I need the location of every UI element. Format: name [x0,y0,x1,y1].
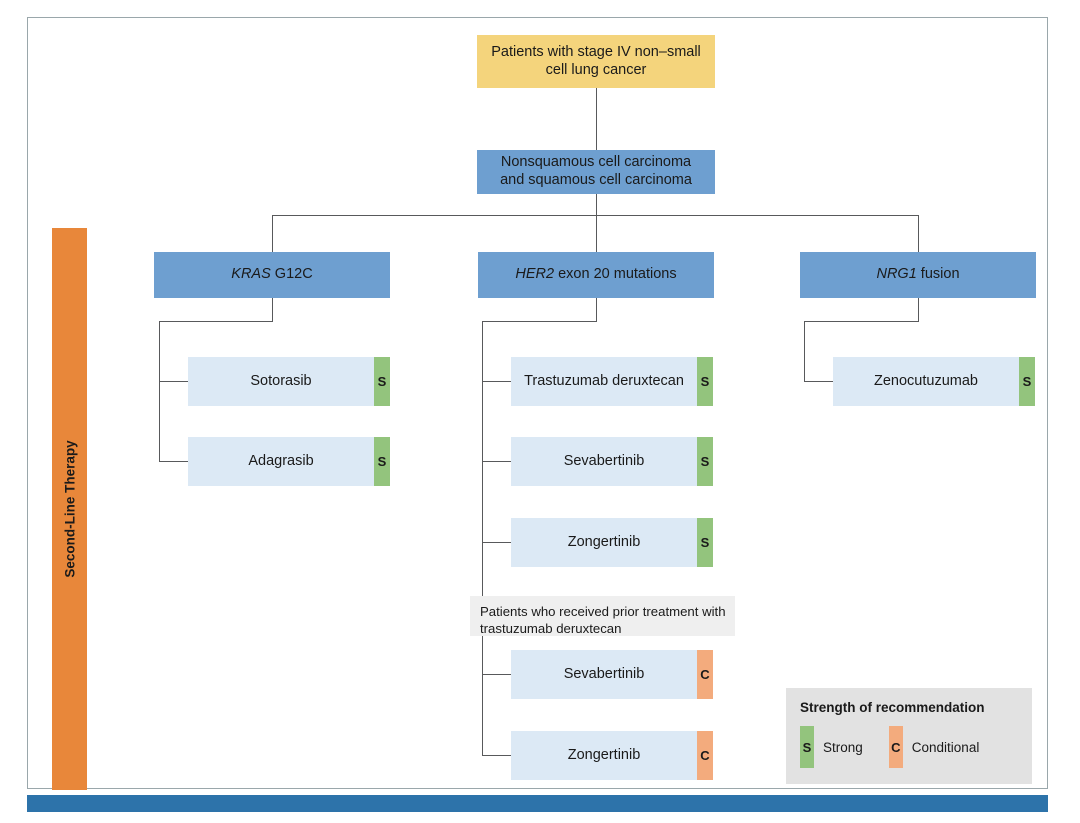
connector-histology-stem [596,194,597,216]
node-histology: Nonsquamous cell carcinoma and squamous … [477,150,715,194]
node-root-population: Patients with stage IV non–small cell lu… [477,35,715,88]
connector-kras-jog [159,321,273,322]
strength-badge-conditional: C [697,731,713,780]
drug-box-sotorasib: Sotorasib S [188,357,390,406]
connector-her2-stub-5 [482,755,511,756]
histology-line-1: Nonsquamous cell carcinoma [500,154,692,171]
strength-badge-strong: S [697,437,713,486]
connector-root-to-histology [596,88,597,150]
node-category-nrg1: NRG1 fusion [800,252,1036,298]
legend-label-conditional: Conditional [911,739,980,755]
legend-title: Strength of recommendation [800,700,985,715]
connector-her2-jog [482,321,596,322]
legend-item-strong: S Strong [800,726,863,768]
category-nrg1-gene: NRG1 [876,266,917,283]
note-line-1: Patients who received prior treatment wi… [480,604,726,619]
phase-rail-label: Second-Line Therapy [62,440,77,578]
drug-label: Sevabertinib [563,452,645,469]
drug-box-zongertinib: Zongertinib S [511,518,713,567]
connector-trunk-to-her2 [596,215,597,252]
drug-label: Zongertinib [567,533,641,550]
histology-line-2: and squamous cell carcinoma [500,172,692,188]
drug-label: Adagrasib [248,452,314,469]
connector-nrg1-drop [918,298,919,322]
root-line-1: Patients with stage IV non–small [491,43,701,60]
strength-badge-strong: S [374,357,390,406]
category-nrg1-rest: fusion [916,266,960,283]
note-line-2: trastuzumab deruxtecan [480,621,622,637]
drug-label: Sevabertinib [563,665,645,682]
legend-swatch-strong: S [800,726,814,768]
legend-rows: S Strong C Conditional [800,726,1018,768]
strength-badge-strong: S [697,357,713,406]
connector-kras-drop [272,298,273,322]
connector-her2-stub-1 [482,381,511,382]
category-her2-rest: exon 20 mutations [554,266,677,283]
connector-trunk-to-kras [272,215,273,252]
strength-badge-strong: S [697,518,713,567]
category-kras-gene: KRAS [231,266,271,283]
strength-badge-strong: S [374,437,390,486]
drug-box-sevabertinib: Sevabertinib S [511,437,713,486]
connector-kras-spine [159,321,160,462]
phase-rail-second-line-therapy: Second-Line Therapy [52,228,87,790]
root-line-2: cell lung cancer [545,61,647,78]
connector-trunk-to-nrg1 [918,215,919,252]
strength-badge-conditional: C [697,650,713,699]
category-kras-rest: G12C [270,266,313,283]
connector-her2-drop [596,298,597,322]
drug-label: Zongertinib [567,746,641,763]
connector-nrg1-jog [804,321,918,322]
drug-box-zongertinib-conditional: Zongertinib C [511,731,713,780]
legend-swatch-conditional: C [888,726,903,768]
strength-badge-strong: S [1019,357,1035,406]
drug-box-zenocutuzumab: Zenocutuzumab S [833,357,1035,406]
drug-box-trastuzumab-deruxtecan: Trastuzumab deruxtecan S [511,357,713,406]
connector-nrg1-spine [804,321,805,382]
drug-label: Sotorasib [250,372,312,389]
node-category-kras: KRAS G12C [154,252,390,298]
bottom-accent-bar [27,795,1048,812]
drug-label: Zenocutuzumab [874,372,978,389]
legend-item-conditional: C Conditional [888,726,980,768]
connector-trunk-horizontal [272,215,919,216]
note-prior-trastuzumab-deruxtecan: Patients who received prior treatment wi… [470,596,735,636]
connector-kras-stub-1 [159,381,188,382]
connector-her2-spine-upper [482,321,483,596]
connector-her2-spine-lower [482,636,483,756]
connector-kras-stub-2 [159,461,188,462]
category-her2-gene: HER2 [515,266,555,283]
node-category-her2: HER2 exon 20 mutations [478,252,714,298]
legend-strength-of-recommendation: Strength of recommendation S Strong C Co… [786,688,1032,784]
connector-her2-stub-2 [482,461,511,462]
connector-her2-stub-4 [482,674,511,675]
drug-label: Trastuzumab deruxtecan [524,372,684,389]
connector-nrg1-stub-1 [804,381,833,382]
connector-her2-stub-3 [482,542,511,543]
drug-box-sevabertinib-conditional: Sevabertinib C [511,650,713,699]
legend-label-strong: Strong [823,739,863,755]
drug-box-adagrasib: Adagrasib S [188,437,390,486]
